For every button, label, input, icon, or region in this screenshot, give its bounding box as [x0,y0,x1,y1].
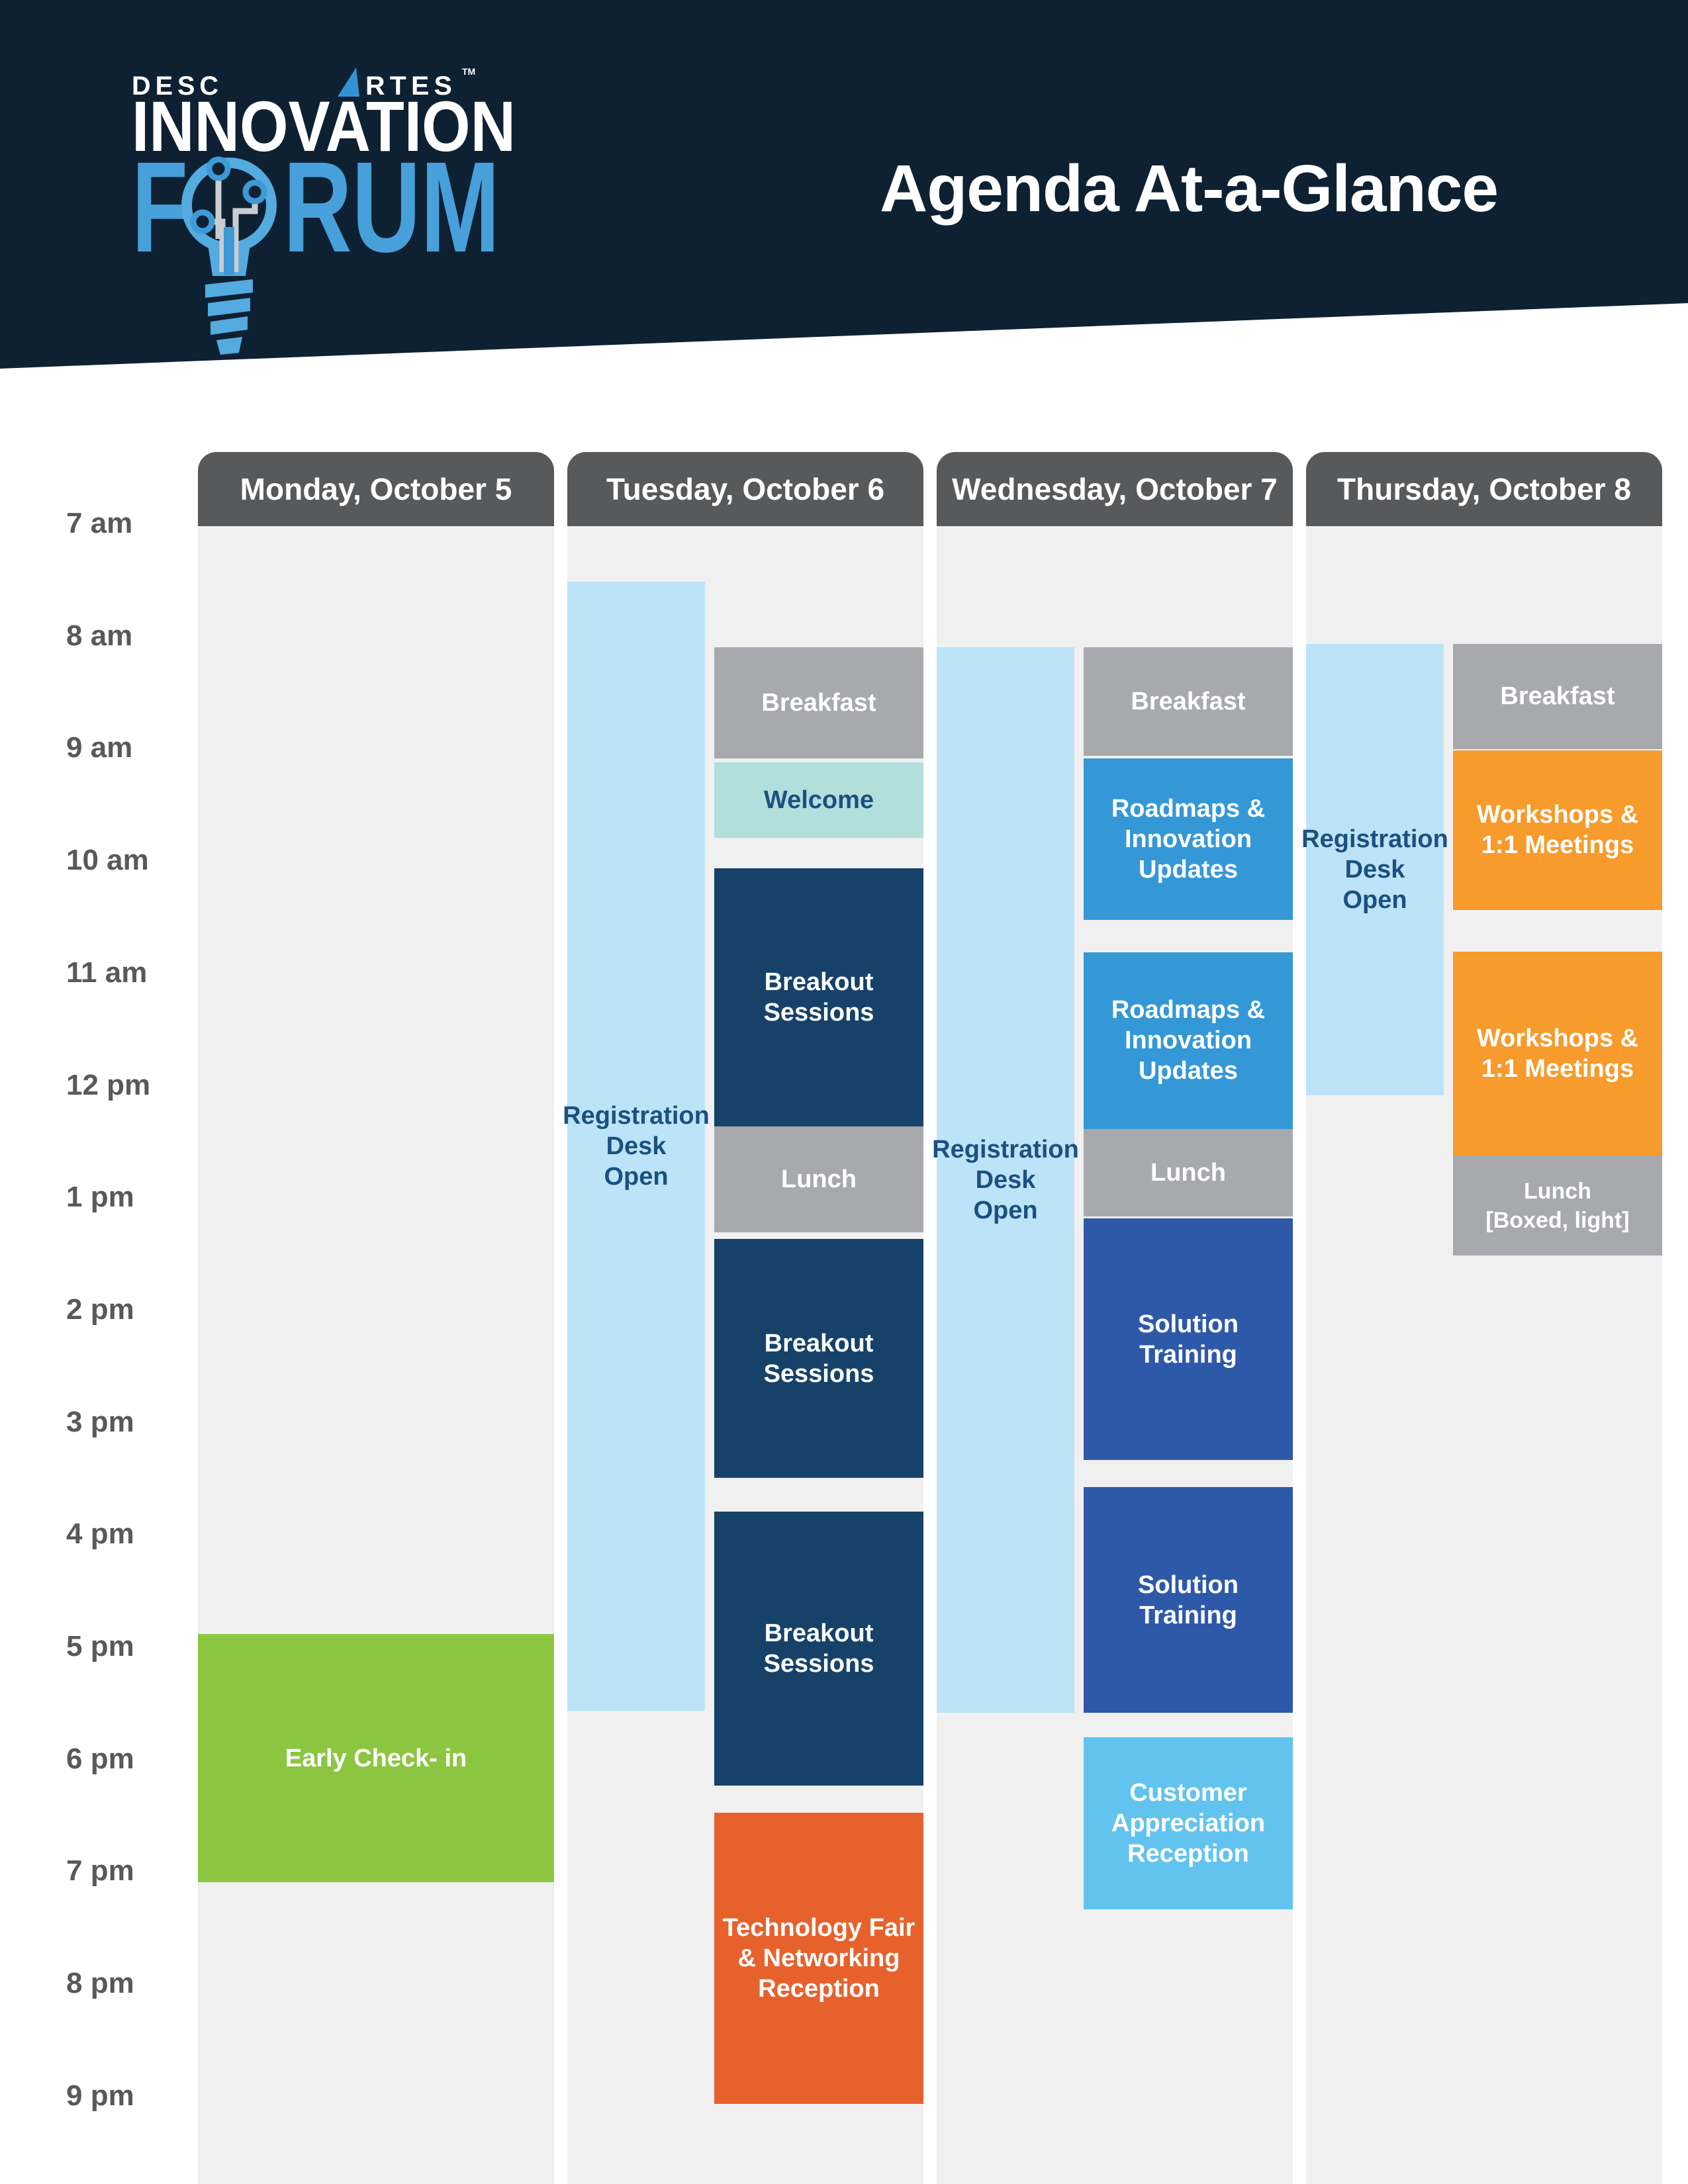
day-header-monday-october-5: Monday, October 5 [198,452,554,526]
lightbulb-icon [181,156,277,355]
day-header-wednesday-october-7: Wednesday, October 7 [937,452,1293,526]
event-customer-appreciation-reception: Customer Appreciation Reception [1084,1737,1293,1910]
hero-header: DESC RTES TM INNOVATION F RUM [0,0,1688,369]
event-breakfast: Breakfast [714,647,923,758]
time-label-6-pm: 6 pm [66,1742,134,1775]
day-column-monday-october-5 [198,526,554,2184]
event-breakout-sessions: Breakout Sessions [714,868,923,1127]
time-label-8-am: 8 am [66,619,133,652]
event-breakfast: Breakfast [1453,643,1662,750]
event-welcome: Welcome [714,762,923,839]
time-label-12-pm: 12 pm [66,1068,151,1101]
time-label-9-pm: 9 pm [66,2079,134,2112]
event-breakout-sessions: Breakout Sessions [714,1238,923,1479]
descartes-innovation-forum-logo: DESC RTES TM INNOVATION F RUM [132,66,516,355]
time-label-1-pm: 1 pm [66,1181,134,1214]
forum-text-f: F [132,135,188,279]
event-early-check-in: Early Check- in [198,1634,554,1883]
time-label-3-pm: 3 pm [66,1405,134,1438]
event-roadmaps-innovation-updates: Roadmaps & Innovation Updates [1084,952,1293,1129]
innovation-text: INNOVATION [132,86,516,166]
brand-text-rtes: RTES [365,71,457,101]
time-label-4-pm: 4 pm [66,1518,134,1551]
page-title: Agenda At-a-Glance [879,152,1499,226]
event-solution-training: Solution Training [1084,1218,1293,1461]
event-workshops-1-1-meetings: Workshops & 1:1 Meetings [1453,951,1662,1156]
day-header-thursday-october-8: Thursday, October 8 [1306,452,1662,526]
day-header-tuesday-october-6: Tuesday, October 6 [567,452,923,526]
event-technology-fair-networking-reception: Technology Fair & Networking Reception [714,1813,923,2104]
brand-text-desc: DESC [132,71,223,101]
brand-trademark: TM [462,66,475,77]
event-registration-desk-open: Registration Desk Open [932,647,1079,1713]
event-breakfast: Breakfast [1084,647,1293,756]
brand-a-triangle-icon [338,68,359,97]
event-lunch: Lunch [714,1126,923,1232]
time-label-11-am: 11 am [66,956,148,989]
time-label-10-am: 10 am [66,844,149,877]
event-registration-desk-open: Registration Desk Open [1301,643,1448,1095]
event-solution-training: Solution Training [1084,1487,1293,1713]
event-registration-desk-open: Registration Desk Open [563,582,710,1711]
time-label-9-am: 9 am [66,731,133,764]
time-label-8-pm: 8 pm [66,1967,134,2000]
time-label-2-pm: 2 pm [66,1293,134,1326]
event-workshops-1-1-meetings: Workshops & 1:1 Meetings [1453,750,1662,910]
time-label-7-am: 7 am [66,507,133,539]
event-breakout-sessions: Breakout Sessions [714,1512,923,1786]
event-roadmaps-innovation-updates: Roadmaps & Innovation Updates [1084,758,1293,921]
forum-text-rum: RUM [283,135,500,279]
time-label-5-pm: 5 pm [66,1630,134,1662]
time-label-7-pm: 7 pm [66,1854,134,1888]
event-lunch: Lunch [1084,1128,1293,1217]
event-lunch-boxed-light: Lunch [Boxed, light] [1453,1156,1662,1256]
